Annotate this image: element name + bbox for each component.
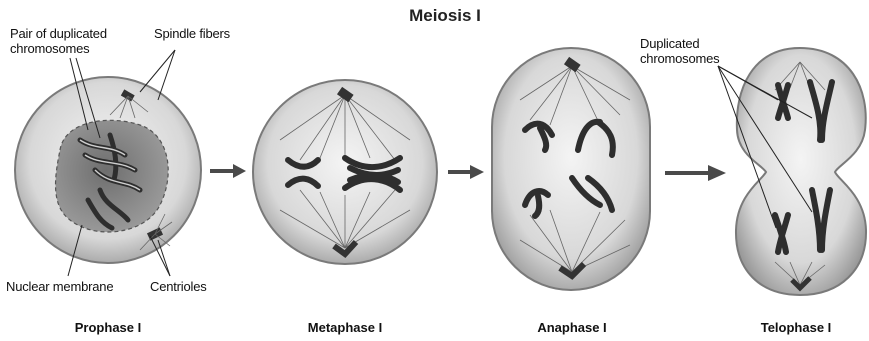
- diagram-title: Meiosis I: [360, 6, 530, 26]
- metaphase-cell: [253, 80, 437, 264]
- arrow-1: [210, 164, 246, 178]
- label-spindle-fibers: Spindle fibers: [154, 26, 230, 41]
- prophase-cell: [15, 77, 201, 263]
- label-centrioles: Centrioles: [150, 279, 207, 294]
- stage-label-prophase: Prophase I: [28, 320, 188, 335]
- arrow-2: [448, 165, 484, 179]
- label-pair-duplicated: Pair of duplicated chromosomes: [10, 26, 107, 56]
- arrow-3: [665, 165, 726, 181]
- stage-label-anaphase: Anaphase I: [492, 320, 652, 335]
- stage-label-metaphase: Metaphase I: [265, 320, 425, 335]
- label-duplicated-chromosomes: Duplicated chromosomes: [640, 36, 719, 66]
- label-nuclear-membrane: Nuclear membrane: [6, 279, 113, 294]
- anaphase-cell: [492, 48, 650, 290]
- stage-label-telophase: Telophase I: [716, 320, 869, 335]
